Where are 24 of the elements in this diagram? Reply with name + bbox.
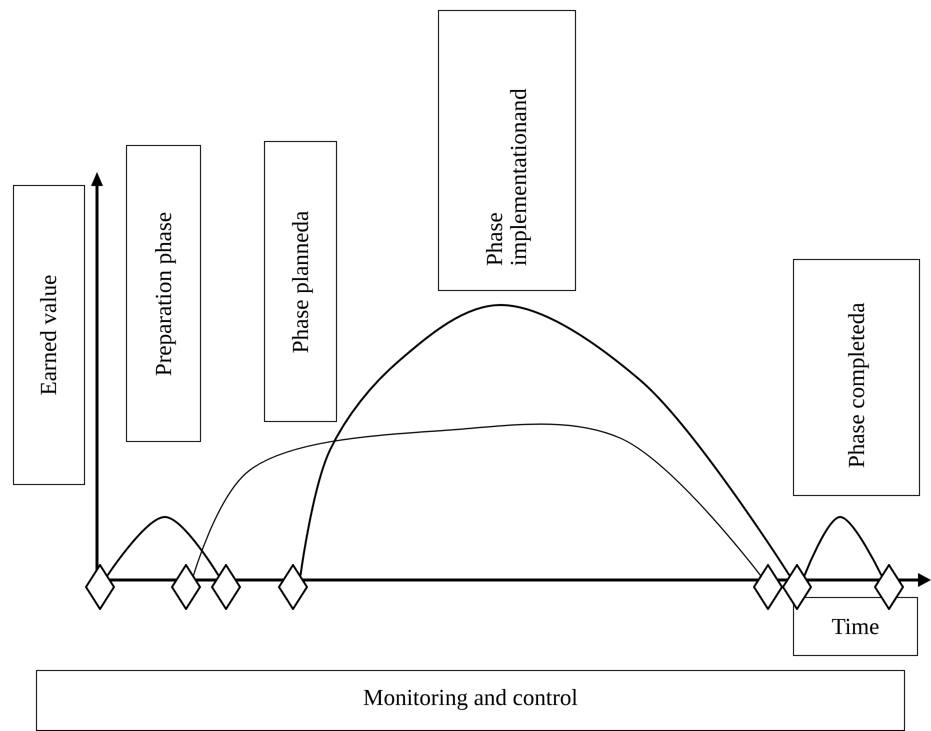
box-label: Earned value — [36, 274, 62, 398]
text-box — [793, 259, 920, 496]
diamond-marker — [278, 564, 308, 610]
box-label: Phase implementationand — [482, 86, 532, 266]
curve-connector — [106, 516, 220, 576]
box-label: Monitoring and control — [362, 684, 579, 711]
diamond-marker — [753, 564, 783, 610]
box-label: Preparation phase — [151, 210, 176, 378]
text-box — [13, 185, 85, 485]
curve-connector — [804, 516, 882, 576]
curve-connector — [300, 304, 790, 576]
box-label: Time — [830, 614, 880, 640]
curve-connector — [192, 424, 761, 576]
text-box — [126, 145, 201, 442]
diamond-marker — [171, 564, 201, 610]
diamond-marker — [211, 564, 241, 610]
diamond-marker — [874, 564, 904, 610]
text-box — [36, 670, 905, 731]
diamond-marker — [85, 564, 115, 610]
text-box — [438, 10, 576, 291]
box-label: Phase planneda — [288, 209, 313, 355]
box-label: Phase completeda — [844, 301, 869, 468]
text-box — [264, 141, 337, 422]
diamond-marker — [782, 564, 812, 610]
